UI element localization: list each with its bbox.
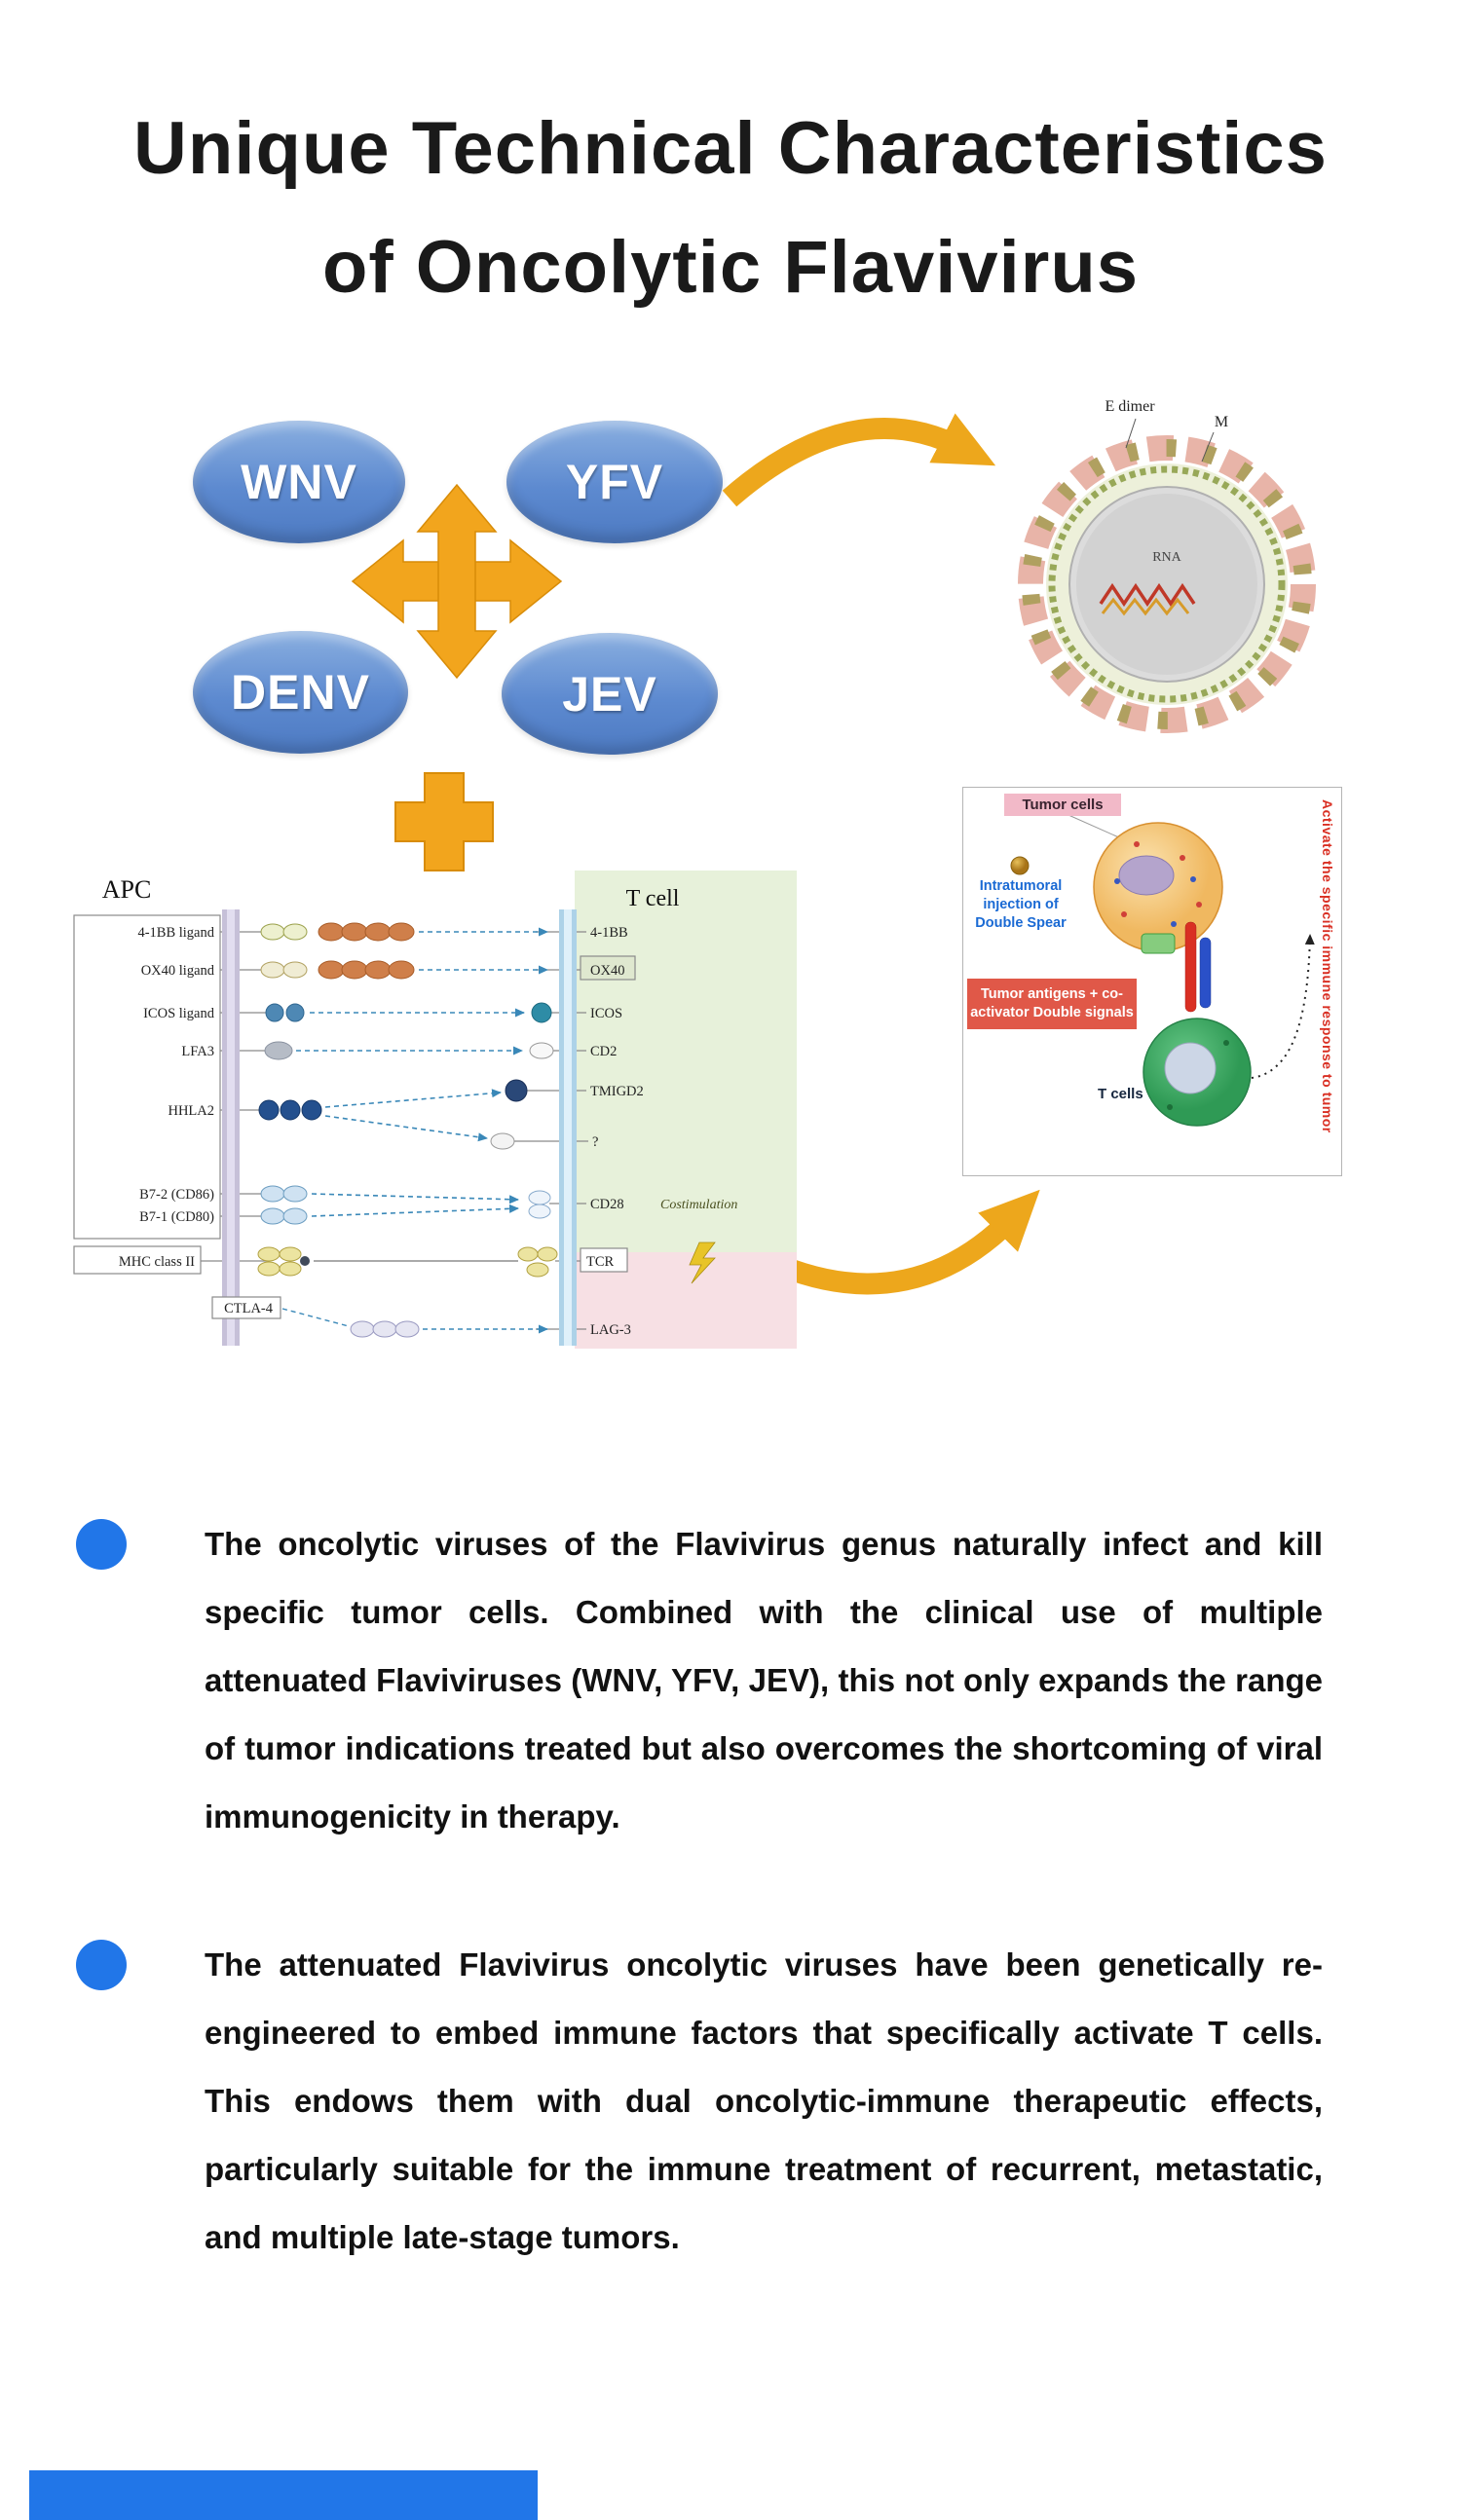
virion-callouts: E dimer M RNA bbox=[1105, 398, 1228, 565]
virus-node-jev-label: JEV bbox=[562, 666, 657, 722]
t-cell bbox=[1143, 1018, 1252, 1127]
row-lfa3-shapes bbox=[264, 1041, 554, 1060]
virus-node-wnv: WNV bbox=[193, 421, 405, 543]
ligand-mhc2: MHC class II bbox=[119, 1254, 195, 1270]
virus-node-wnv-label: WNV bbox=[241, 455, 357, 509]
tumor-cell bbox=[1068, 814, 1223, 954]
virus-node-jev: JEV bbox=[502, 633, 718, 755]
tcell-membrane bbox=[559, 909, 577, 1346]
receptor-ox40: OX40 bbox=[590, 963, 624, 979]
row-icos-shapes bbox=[265, 1002, 552, 1023]
virion-body bbox=[1018, 435, 1316, 733]
apc-title: APC bbox=[102, 875, 152, 904]
receptor-41bb: 4-1BB bbox=[590, 925, 628, 941]
row-41bb-shapes bbox=[260, 922, 548, 942]
lightning-bolt-icon bbox=[689, 1241, 716, 1284]
receptor-unknown: ? bbox=[592, 1134, 598, 1150]
rna-label: RNA bbox=[1152, 550, 1181, 565]
row-b7-cd28-shapes bbox=[260, 1185, 551, 1225]
e-dimer-label: E dimer bbox=[1105, 398, 1155, 415]
curved-arrow-bottom bbox=[776, 1189, 1040, 1295]
virus-node-denv: DENV bbox=[193, 631, 408, 754]
tumor-cells-label: Tumor cells bbox=[1004, 794, 1121, 816]
tcell-receptor-labels: 4-1BB OX40 ICOS CD2 TMIGD2 ? CD28 TCR LA… bbox=[586, 925, 737, 1338]
receptor-tcr: TCR bbox=[586, 1254, 615, 1270]
intratumoral-injection-label: Intratumoral injection of Double Spear bbox=[975, 878, 1067, 931]
label-boxes bbox=[73, 914, 636, 1319]
apc-membrane bbox=[222, 909, 240, 1346]
tumor-mechanism-panel: Tumor cells Intratumoral injection of Do… bbox=[962, 787, 1342, 1176]
ligand-ox40: OX40 ligand bbox=[141, 963, 215, 979]
activate-immune-response-label: Activate the specific immune response to… bbox=[1320, 799, 1335, 1133]
receptor-lag3: LAG-3 bbox=[590, 1322, 631, 1338]
plus-icon bbox=[394, 772, 494, 871]
apc-tcell-diagram: APC T cell 4-1BB ligand OX40 ligand ICOS… bbox=[73, 871, 797, 1349]
flavivirus-structure: E dimer M RNA bbox=[1018, 398, 1316, 733]
ligand-41bb: 4-1BB ligand bbox=[137, 925, 214, 941]
tcell-title: T cell bbox=[626, 886, 680, 911]
bullet-dot-1 bbox=[76, 1519, 127, 1570]
title-line1: Unique Technical Characteristics bbox=[133, 107, 1328, 190]
ligand-icos: ICOS ligand bbox=[143, 1006, 215, 1021]
ligand-lfa3: LFA3 bbox=[181, 1044, 214, 1059]
four-way-arrow-icon bbox=[351, 483, 563, 680]
title-line2: of Oncolytic Flavivirus bbox=[321, 226, 1140, 309]
virus-node-denv-label: DENV bbox=[231, 665, 370, 720]
t-cells-label: T cells bbox=[1098, 1086, 1143, 1102]
receptor-cd28: CD28 bbox=[590, 1197, 624, 1212]
ligand-b72: B7-2 (CD86) bbox=[139, 1187, 214, 1203]
curved-arrow-top bbox=[722, 413, 996, 507]
tumor-antigens-box: Tumor antigens + co-activator Double sig… bbox=[967, 979, 1137, 1029]
apc-ligand-labels: 4-1BB ligand OX40 ligand ICOS ligand LFA… bbox=[119, 925, 274, 1316]
receptor-tmigd2: TMIGD2 bbox=[590, 1084, 644, 1099]
paragraph-1: The oncolytic viruses of the Flavivirus … bbox=[205, 1526, 1323, 1834]
paragraph-2: The attenuated Flavivirus oncolytic viru… bbox=[205, 1946, 1323, 2255]
costimulation-label: Costimulation bbox=[660, 1198, 737, 1212]
gold-particle-icon bbox=[1010, 856, 1030, 875]
footer-accent-bar bbox=[29, 2470, 538, 2520]
row-mhc-tcr-shapes bbox=[257, 1241, 716, 1284]
receptor-icos: ICOS bbox=[590, 1006, 622, 1021]
ligand-hhla2: HHLA2 bbox=[168, 1103, 214, 1119]
tumor-mechanism-figure bbox=[1010, 814, 1315, 1127]
row-ox40-shapes bbox=[260, 960, 548, 980]
virus-node-yfv-label: YFV bbox=[565, 455, 664, 509]
m-label: M bbox=[1215, 414, 1228, 430]
tcell-background-zones bbox=[575, 871, 797, 1349]
ligand-ctla4: CTLA-4 bbox=[224, 1301, 274, 1316]
ligand-b71: B7-1 (CD80) bbox=[139, 1209, 214, 1225]
receptor-cd2: CD2 bbox=[590, 1044, 617, 1059]
row-ctla4-lag3-shapes bbox=[281, 1308, 548, 1338]
page-title: Unique Technical Characteristics of Onco… bbox=[0, 90, 1461, 327]
dotted-activation-arrow bbox=[1251, 934, 1315, 1079]
virus-node-yfv: YFV bbox=[506, 421, 723, 543]
bullet-dot-2 bbox=[76, 1940, 127, 1990]
row-hhla2-shapes bbox=[258, 1079, 528, 1150]
double-spear-signals bbox=[1010, 856, 1212, 1013]
